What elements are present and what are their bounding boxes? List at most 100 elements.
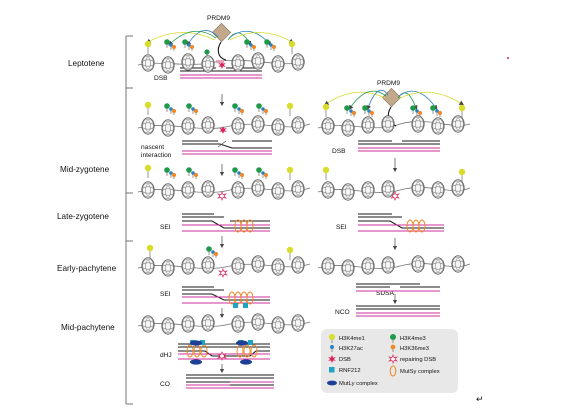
histone-mark-icon	[369, 110, 375, 116]
co-label: CO	[160, 381, 170, 388]
nucleosome	[321, 257, 335, 275]
legend-label: MutLy complex	[339, 381, 378, 387]
histone-mark-icon	[344, 105, 350, 111]
histone-mark-icon	[239, 172, 245, 178]
nucleosome	[141, 181, 155, 199]
histone-mark-icon	[164, 167, 170, 173]
histone-mark-icon	[261, 171, 265, 175]
mutsy-ring-icon	[228, 291, 236, 305]
histone-mark-icon	[193, 108, 199, 114]
nucleosome	[161, 259, 175, 277]
nucleosome	[291, 116, 305, 134]
nucleosome	[291, 314, 305, 332]
dna-strand	[182, 143, 272, 149]
legend-label: DSB	[339, 357, 351, 363]
mutsy-ring-icon	[246, 291, 254, 305]
nucleosome	[201, 256, 215, 274]
histone-mark-icon	[263, 172, 269, 178]
nucleosome	[451, 179, 465, 197]
nucleosome	[251, 255, 265, 273]
nucleosomes	[141, 52, 465, 335]
nucleosome	[381, 180, 395, 198]
histone-mark-icon	[144, 101, 152, 109]
histone-mark-icon	[430, 105, 436, 111]
nucleosome	[141, 315, 155, 333]
histone-mark-icon	[169, 107, 173, 111]
histone-mark-icon	[237, 107, 241, 111]
mutsy-ring-icon	[240, 291, 248, 305]
nucleosome	[271, 258, 285, 276]
legend-label: H3K36me3	[400, 346, 429, 352]
histone-mark-icon	[249, 43, 253, 47]
histone-mark-icon	[232, 167, 238, 173]
nucleosome	[231, 117, 245, 135]
nco-label: NCO	[335, 309, 350, 316]
nucleosome	[141, 54, 155, 72]
legend-item-h3k27ac: H3K27ac	[330, 345, 363, 352]
histone-mark-icon	[187, 43, 191, 47]
histone-mark-icon	[362, 105, 368, 111]
nascent-label: nascent	[141, 144, 164, 151]
sei-label-right: SEI	[336, 224, 347, 231]
legend-item-h3k36me3: H3K36me3	[390, 344, 429, 352]
histone-mark-icon	[204, 49, 210, 55]
nucleosome	[271, 316, 285, 334]
nucleosome	[231, 257, 245, 275]
legend-item-rnf212: RNF212	[329, 367, 361, 374]
histone-mark-icon	[410, 105, 416, 111]
nucleosome	[381, 256, 395, 274]
nucleosome	[341, 259, 355, 277]
histone-mark-icon	[213, 251, 219, 257]
histone-mark-icon	[244, 39, 250, 45]
nucleosome	[291, 256, 305, 274]
nucleosome	[251, 52, 265, 70]
histone-mark-icon	[435, 109, 439, 113]
nucleosome	[411, 115, 425, 133]
histone-mark-icon	[164, 103, 170, 109]
lollipop-yellow-icon	[329, 334, 335, 340]
histone-mark-icon	[146, 244, 154, 252]
dsb-label-right: DSB	[332, 148, 346, 155]
legend-item-mutsy: MutSy complex	[389, 365, 440, 377]
histone-mark-icon	[351, 110, 357, 116]
histone-mark-icon	[264, 39, 270, 45]
legend-item-h3k4me3: H3K4me3	[390, 334, 426, 343]
late-zygotene-right: SEI	[317, 187, 471, 231]
legend-item-repairing-dsb: repairing DSB	[388, 354, 436, 364]
nucleosome	[251, 115, 265, 133]
nucleosome	[361, 181, 375, 199]
mutsy-ring-icon	[246, 219, 254, 233]
lollipop-green-icon	[390, 334, 396, 340]
nucleosome	[271, 118, 285, 136]
nucleosome	[141, 257, 155, 275]
histone-mark-icon	[171, 108, 177, 114]
mutsy-ring-icon	[418, 219, 426, 233]
histone-mark-icon	[271, 44, 277, 50]
legend-label: H3K4me3	[400, 336, 426, 342]
mutsy-ring-icon	[234, 219, 242, 233]
nucleosome	[451, 255, 465, 273]
prdm9-label-right: PRDM9	[377, 80, 400, 87]
nucleosome	[181, 315, 195, 333]
mutsy-ring-icon	[412, 219, 420, 233]
nucleosome	[321, 117, 335, 135]
histone-mark-icon	[144, 164, 152, 172]
prdm9-label: PRDM9	[207, 15, 230, 22]
sdsa-label: SDSA	[376, 290, 395, 297]
stage-label-late-zygotene: Late-zygotene	[57, 212, 109, 221]
mutly-ellipse-icon	[236, 340, 248, 346]
nucleosome	[291, 53, 305, 71]
histone-mark-icon	[349, 109, 353, 113]
legend-label: RNF212	[339, 368, 361, 374]
histone-mark-icon	[169, 43, 173, 47]
histone-mark-icon	[286, 166, 294, 174]
nucleosome	[271, 182, 285, 200]
histone-mark-icon	[191, 107, 195, 111]
histone-mark-icon	[251, 44, 257, 50]
histone-mark-icon	[458, 104, 466, 112]
nucleosome	[161, 183, 175, 201]
nucleosome	[291, 180, 305, 198]
nucleosome	[431, 257, 445, 275]
nucleosome	[321, 181, 335, 199]
histone-mark-icon	[256, 103, 262, 109]
